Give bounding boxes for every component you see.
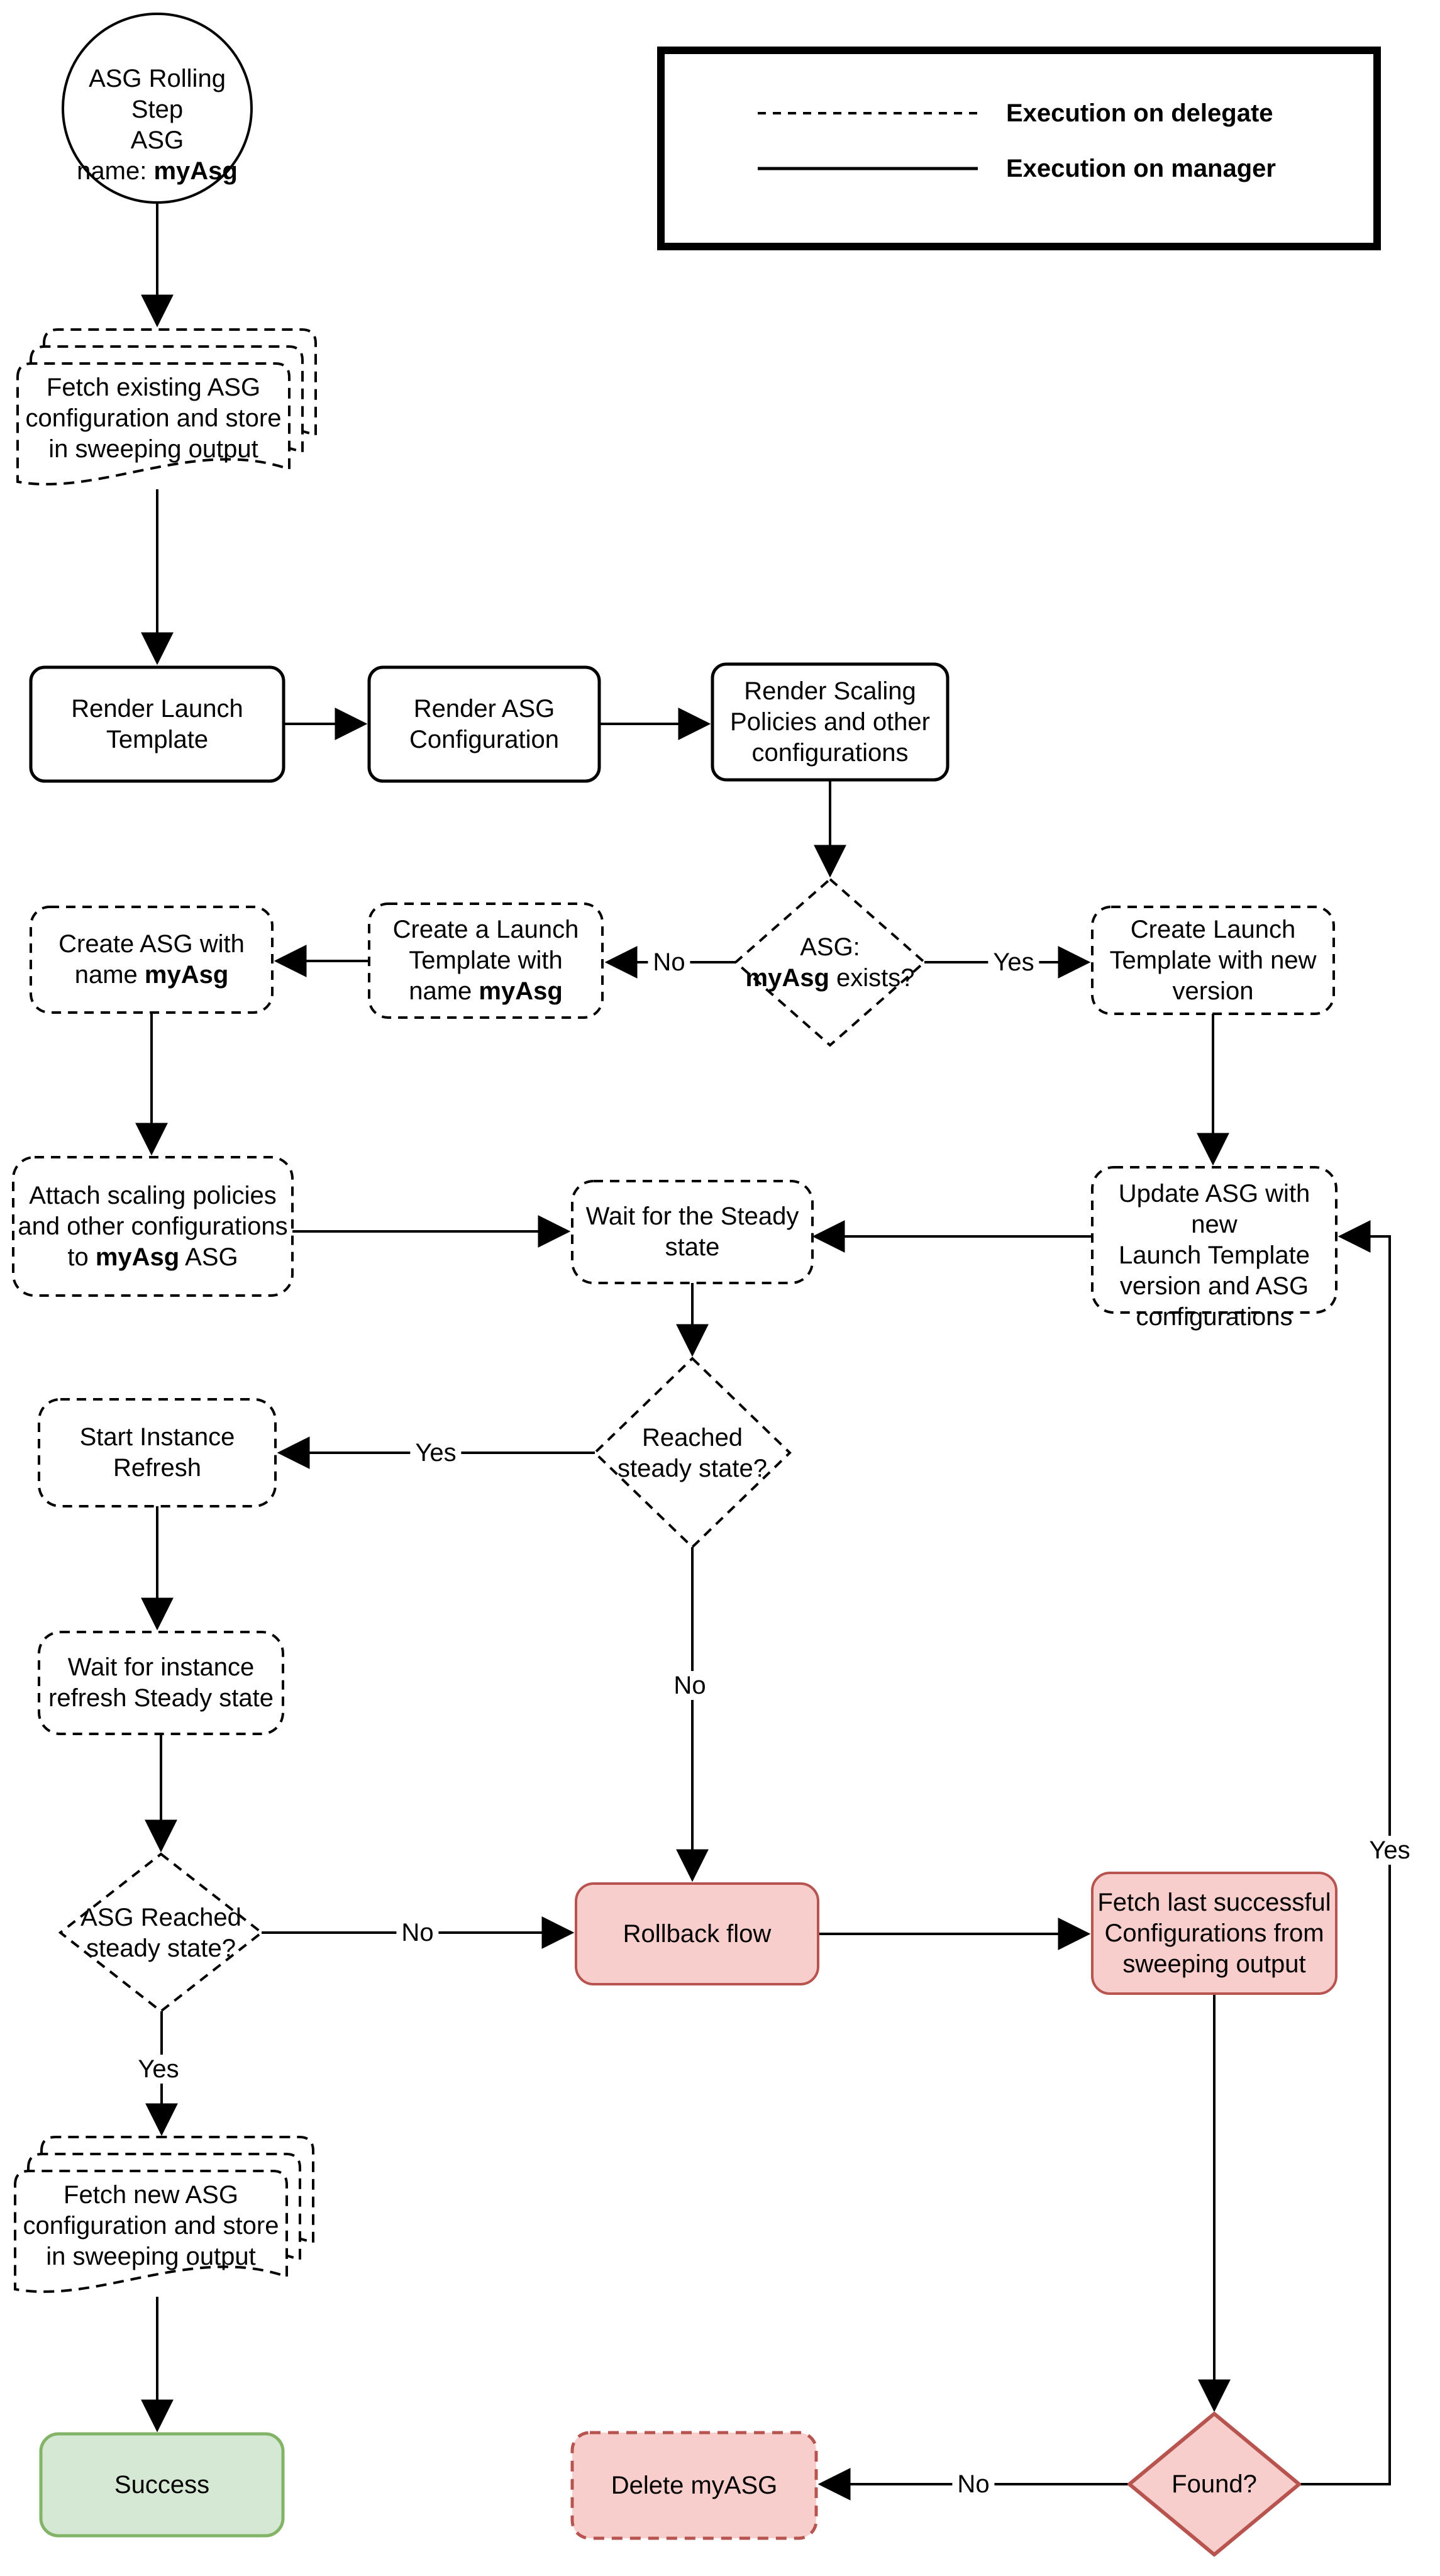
render-launch-template-label: Render Launch Template xyxy=(71,695,243,753)
fetch-existing-label: Fetch existing ASG configuration and sto… xyxy=(25,374,282,463)
fetch-last-shape xyxy=(1091,1872,1338,1995)
fetch-new-doc-shape xyxy=(14,2136,314,2293)
asg-reached-steady-diamond-label: ASG Reached steady state? xyxy=(80,1904,241,1962)
rollback-flow-label: Rollback flow xyxy=(623,1920,772,1948)
create-launch-template-shape xyxy=(368,902,604,1019)
wait-instance-refresh-label: Wait for instance refresh Steady state xyxy=(48,1653,274,1712)
wait-steady-label: Wait for the Steady state xyxy=(585,1202,799,1261)
start-circle-shape xyxy=(62,13,253,204)
found-no-label: No xyxy=(952,2470,995,2499)
legend-frame xyxy=(657,47,1381,250)
asg-exists-no-label: No xyxy=(648,948,690,977)
fetch-existing-doc-shape xyxy=(16,328,317,486)
start-instance-refresh-label: Start Instance Refresh xyxy=(79,1423,235,1482)
fetch-new-label: Fetch new ASG configuration and store in… xyxy=(23,2181,279,2270)
reached-steady-diamond-label: Reached steady state? xyxy=(618,1424,767,1482)
delete-asg-shape xyxy=(570,2431,818,2540)
create-launch-template-new-label: Create Launch Template with new version xyxy=(1109,916,1317,1005)
asg-reached-no-label: No xyxy=(396,1918,439,1947)
reached-steady-diamond-shape xyxy=(593,1357,792,1549)
rollback-flow-shape xyxy=(575,1882,819,1985)
fetch-last-label: Fetch last successful Configurations fro… xyxy=(1097,1889,1331,1978)
asg-exists-diamond-shape xyxy=(733,877,927,1047)
render-scaling-policies-shape xyxy=(711,662,950,782)
render-scaling-policies-label: Render Scaling Policies and other config… xyxy=(730,677,930,767)
reached-steady-no-label: No xyxy=(668,1671,711,1700)
render-asg-configuration-shape xyxy=(367,665,601,783)
start-circle-label: ASG Rolling Step ASG name: myAsg xyxy=(77,65,238,185)
create-launch-template-label: Create a Launch Template with name myAsg xyxy=(392,916,579,1005)
create-launch-template-new-shape xyxy=(1091,906,1335,1015)
create-asg-label: Create ASG with name myAsg xyxy=(58,930,245,989)
delete-asg-label: Delete myASG xyxy=(611,2472,778,2499)
update-asg-shape xyxy=(1091,1166,1338,1314)
asg-exists-yes-label: Yes xyxy=(988,948,1039,977)
wait-instance-refresh-shape xyxy=(38,1631,284,1735)
success-label: Success xyxy=(114,2471,210,2499)
reached-steady-yes-label: Yes xyxy=(410,1438,462,1467)
create-asg-shape xyxy=(30,906,274,1014)
fetch-existing-doc-front xyxy=(16,362,291,486)
found-yes-label: Yes xyxy=(1364,1836,1415,1865)
legend-manager-label: Execution on manager xyxy=(1006,155,1276,182)
render-launch-template-shape xyxy=(29,665,285,783)
found-diamond-shape xyxy=(1127,2412,1301,2557)
asg-exists-diamond-label: ASG: myAsg exists? xyxy=(745,933,915,992)
asg-reached-steady-diamond-shape xyxy=(58,1852,264,2013)
edges xyxy=(135,203,1391,2501)
found-diamond-label: Found? xyxy=(1171,2470,1257,2498)
attach-scaling-label: Attach scaling policies and other config… xyxy=(18,1182,288,1271)
legend-box xyxy=(657,47,1381,250)
asg-reached-yes-label: Yes xyxy=(133,2055,184,2084)
success-shape xyxy=(39,2432,285,2538)
legend-delegate-label: Execution on delegate xyxy=(1006,99,1273,127)
start-instance-refresh-shape xyxy=(38,1398,277,1507)
wait-steady-shape xyxy=(571,1180,814,1284)
render-asg-configuration-label: Render ASG Configuration xyxy=(409,695,559,753)
attach-scaling-shape xyxy=(12,1156,294,1297)
update-asg-label: Update ASG with new Launch Template vers… xyxy=(1118,1180,1310,1331)
fetch-new-doc-front xyxy=(14,2170,288,2293)
